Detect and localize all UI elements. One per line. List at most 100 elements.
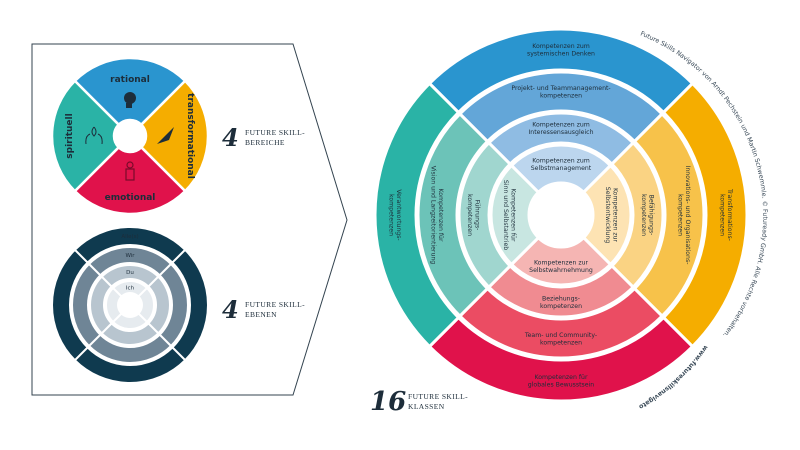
area-label: transformational [185, 93, 195, 179]
quadrant-left: Verantwortungs-kompetenzen Kompetenzen fü… [373, 81, 541, 349]
level-Ich: Ich [105, 280, 155, 330]
area-label: spirituell [65, 113, 75, 158]
skill-class-label-line: Selbstmanagement [531, 165, 592, 172]
skill-class-segment [489, 163, 541, 267]
skill-class-label-line: Innovations- und Organisations- [684, 166, 691, 265]
skill-class-label: Befähigungs-kompetenzen [640, 194, 655, 236]
skill-class-segment [416, 111, 490, 319]
level-segment [89, 275, 114, 335]
level-segment [71, 262, 102, 348]
person-icon [125, 161, 135, 181]
skill-class: Führungs-kompetenzen [457, 140, 513, 290]
area-segment [50, 79, 121, 193]
skill-class-label-line: Kompetenzen zur [534, 259, 589, 266]
skill-class: Verantwortungs-kompetenzen [373, 81, 461, 349]
skill-class-label: Führungs-kompetenzen [466, 194, 481, 236]
skill-class-segment [509, 235, 613, 287]
levels-caption-line1: FUTURE SKILL- [245, 300, 305, 309]
skill-class-label: Projekt- und Teammanagement-kompetenzen [511, 85, 610, 100]
rocket-rider-icon [157, 127, 174, 144]
skill-class-label-line: Kompetenzen zum [532, 43, 590, 50]
areas-caption-line2: BEREICHE [245, 138, 285, 147]
classes-caption: 16 FUTURE SKILL- KLASSEN [370, 387, 468, 417]
skill-class-segment [581, 163, 633, 267]
skill-class-label-line: Führungs- [474, 200, 481, 231]
brain-head-icon [124, 92, 136, 108]
skill-class-label-line: Projekt- und Teammanagement- [511, 85, 610, 92]
hands-lotus-icon [85, 126, 103, 145]
skill-class-label: Transformations-kompetenzen [719, 188, 734, 241]
areas-wheel: rationaltransformationalemotionalspiritu… [50, 56, 210, 216]
level-Alle(s): Alle(s) [51, 226, 209, 384]
skill-class-segment [509, 143, 613, 195]
skill-class-label-line: Team- und Community- [524, 332, 597, 339]
skill-class-label-line: kompetenzen [677, 194, 684, 236]
level-label: Du [126, 270, 134, 276]
classes-count: 16 [370, 387, 406, 417]
skill-class-label: Kompetenzen fürSinn und Selbstantrieb [502, 180, 517, 250]
level-Du: Du [89, 264, 171, 346]
skill-class-label-line: Beziehungs- [542, 295, 580, 302]
skill-class-label: Innovations- und Organisations-kompetenz… [677, 166, 692, 265]
skill-class: Kompetenzen zurSelbstentwicklung [581, 163, 633, 267]
areas-count: 4 [222, 123, 239, 152]
skill-class-label-line: Kompetenzen für [534, 374, 587, 381]
skill-class-label-line: kompetenzen [540, 339, 582, 346]
area-label: rational [110, 75, 150, 85]
skill-class-label-line: Kompetenzen zur [612, 188, 619, 243]
level-label: Ich [126, 286, 135, 292]
levels-center [117, 292, 143, 318]
skill-class: Kompetenzen fürVision und Langzeitorient… [416, 111, 490, 319]
quadrant-right: Transformations-kompetenzenInnovations- … [581, 81, 749, 349]
level-label: Alle(s) [121, 234, 138, 240]
skill-class-label-line: kompetenzen [640, 194, 647, 236]
level-Wir: Wir [71, 246, 189, 364]
skill-class-label: Beziehungs-kompetenzen [540, 295, 582, 310]
skill-class-label-line: Kompetenzen zum [532, 121, 590, 128]
areas-caption: 4 FUTURE SKILL- BEREICHE [222, 123, 305, 152]
skill-class-label: Verantwortungs-kompetenzen [388, 189, 403, 240]
skill-class-label-line: Verantwortungs- [395, 189, 402, 240]
levels-caption: 4 FUTURE SKILL- EBENEN [222, 295, 305, 324]
classes-caption-line2: KLASSEN [408, 402, 445, 411]
skill-class-label-line: Kompetenzen zum [532, 157, 590, 164]
skill-class-label-line: kompetenzen [466, 194, 473, 236]
level-segment [51, 248, 89, 362]
skill-class-label-line: Transformations- [726, 188, 733, 241]
skill-class-label-line: Selbstwahrnehmung [529, 267, 593, 274]
skill-class-label-line: kompetenzen [540, 303, 582, 310]
skill-class-label-line: Vision und Langzeitorientierung [430, 166, 437, 265]
skill-class-label: Kompetenzen zurSelbstentwicklung [604, 187, 619, 244]
levels-count: 4 [222, 295, 239, 324]
skill-class-label-line: kompetenzen [540, 92, 582, 99]
skill-class-label-line: Befähigungs- [648, 195, 655, 236]
skill-class: Kompetenzen fürSinn und Selbstantrieb [489, 163, 541, 267]
skill-class-label-line: systemischen Denken [527, 50, 595, 57]
skill-class-label-line: Interessensausgleich [528, 129, 593, 136]
skill-class-label-line: kompetenzen [388, 194, 395, 236]
skill-class-label-line: Kompetenzen für [510, 188, 517, 241]
skill-class-label: Kompetenzen fürVision und Langzeitorient… [430, 166, 445, 265]
skill-class-segment [373, 81, 461, 349]
skill-class-label-line: kompetenzen [719, 194, 726, 236]
areas-caption-line1: FUTURE SKILL- [245, 128, 305, 137]
levels-caption-line2: EBENEN [245, 310, 277, 319]
left-panel-outline [31, 43, 348, 396]
skill-class-segment [457, 140, 513, 290]
level-label: Wir [125, 253, 135, 259]
classes-caption-line1: FUTURE SKILL- [408, 392, 468, 401]
skill-class-label-line: Kompetenzen für [437, 188, 444, 241]
skill-class-label-line: Selbstentwicklung [604, 187, 611, 244]
skill-class-label-line: globales Bewusstsein [528, 381, 595, 388]
area-spirituell: spirituell [50, 79, 121, 193]
